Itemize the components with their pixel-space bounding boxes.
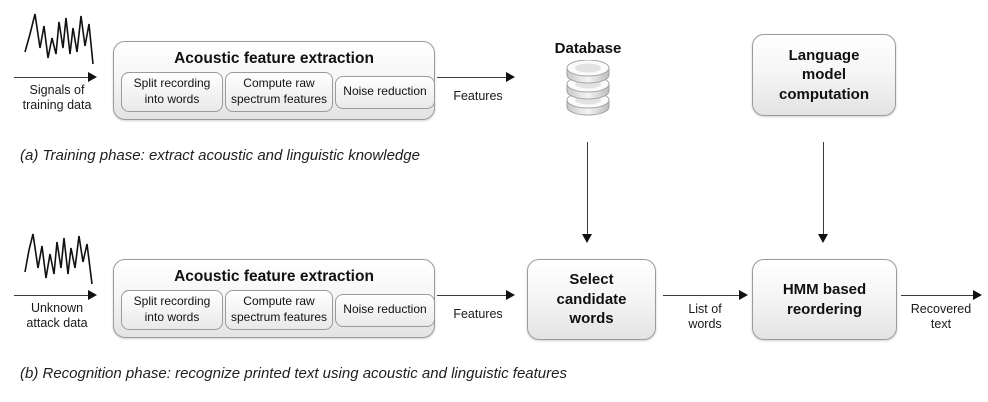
step-noise-reduction: Noise reduction (335, 293, 435, 327)
recovered-text-arrow (901, 290, 982, 300)
features-label-recognition: Features (453, 307, 503, 321)
recovered-text-label: Recovered text (910, 302, 972, 331)
afe-title: Acoustic feature extraction (174, 268, 374, 285)
acoustic-feature-extraction-box-training: Acoustic feature extraction Split record… (113, 41, 435, 120)
caption-training: (a) Training phase: extract acoustic and… (20, 147, 420, 164)
training-input-arrow (14, 72, 97, 82)
step-compute-spectrum: Compute raw spectrum features (225, 290, 333, 330)
attack-input-label: Unknown attack data (26, 301, 88, 330)
waveform-icon (24, 233, 93, 285)
caption-recognition: (b) Recognition phase: recognize printed… (20, 365, 567, 382)
waveform-icon (24, 13, 94, 65)
step-noise-reduction: Noise reduction (335, 75, 435, 109)
training-input-label: Signals of training data (22, 83, 92, 112)
select-candidate-words-box: Select candidate words (527, 259, 656, 340)
arrow-down-icon (582, 234, 592, 243)
features-label-training: Features (453, 89, 503, 103)
attack-input-arrow (14, 290, 97, 300)
step-compute-spectrum: Compute raw spectrum features (225, 72, 333, 112)
language-model-to-hmm-arrow (818, 142, 828, 243)
arrow-right-icon (506, 290, 515, 300)
afe-title: Acoustic feature extraction (174, 50, 374, 67)
arrow-down-icon (818, 234, 828, 243)
arrow-right-icon (973, 290, 982, 300)
arrow-right-icon (506, 72, 515, 82)
list-of-words-label: List of words (688, 302, 722, 331)
arrow-right-icon (739, 290, 748, 300)
arrow-right-icon (88, 72, 97, 82)
hmm-reordering-box: HMM based reordering (752, 259, 897, 340)
database-title: Database (554, 40, 622, 57)
features-arrow-recognition (437, 290, 515, 300)
features-arrow-training (437, 72, 515, 82)
database-to-select-arrow (582, 142, 592, 243)
arrow-right-icon (88, 290, 97, 300)
step-split-recording: Split recording into words (121, 290, 223, 330)
list-of-words-arrow (663, 290, 748, 300)
acoustic-feature-extraction-box-recognition: Acoustic feature extraction Split record… (113, 259, 435, 338)
language-model-box: Language model computation (752, 34, 896, 116)
step-split-recording: Split recording into words (121, 72, 223, 112)
database-cylinder-icon (566, 60, 610, 116)
